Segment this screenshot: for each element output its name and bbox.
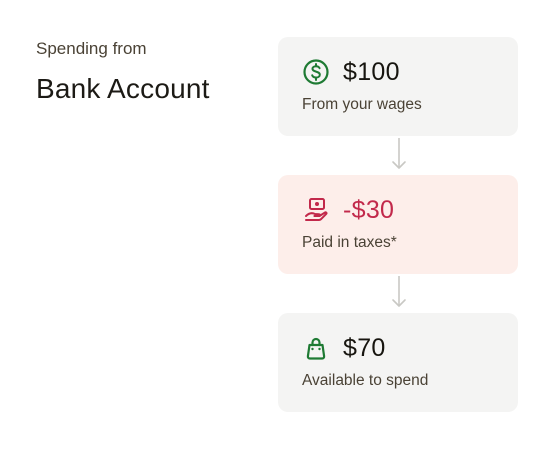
available-amount: $70 — [343, 333, 386, 362]
available-caption: Available to spend — [302, 372, 429, 389]
page-title: Bank Account — [36, 73, 210, 104]
wages-amount: $100 — [343, 57, 400, 86]
taxes-card: -$30 Paid in taxes* — [278, 175, 518, 274]
arrow-down-icon — [392, 276, 406, 307]
wages-card: $100 From your wages — [278, 37, 518, 136]
available-card: $70 Available to spend — [278, 313, 518, 412]
hand-money-icon — [302, 196, 330, 224]
shopping-bag-icon — [302, 334, 330, 362]
header: Spending from Bank Account — [36, 38, 210, 106]
taxes-amount: -$30 — [343, 195, 395, 224]
page-subtitle: Spending from — [36, 39, 147, 58]
taxes-caption: Paid in taxes* — [302, 234, 397, 251]
arrow-down-icon — [392, 138, 406, 169]
dollar-circle-icon — [302, 58, 330, 86]
wages-caption: From your wages — [302, 96, 422, 113]
